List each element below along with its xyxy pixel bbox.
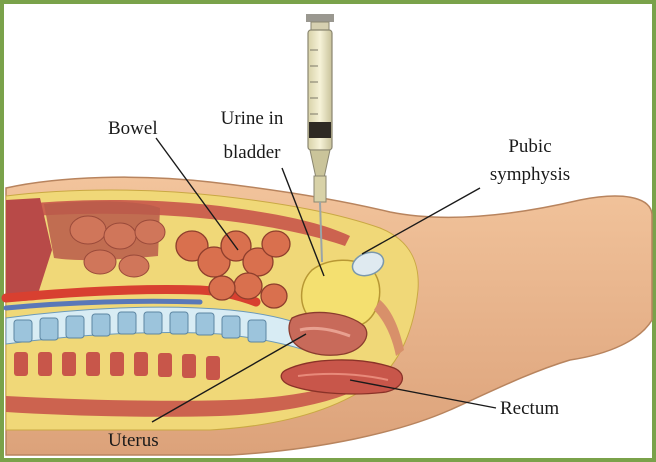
label-pubic-line2: symphysis — [470, 164, 590, 186]
label-pubic-line1: Pubic — [470, 136, 590, 158]
label-rectum: Rectum — [500, 398, 559, 420]
label-uterus: Uterus — [108, 430, 159, 452]
label-bowel: Bowel — [108, 118, 158, 140]
label-urine-line1: Urine in — [204, 108, 300, 130]
label-urine-line2: bladder — [204, 142, 300, 164]
